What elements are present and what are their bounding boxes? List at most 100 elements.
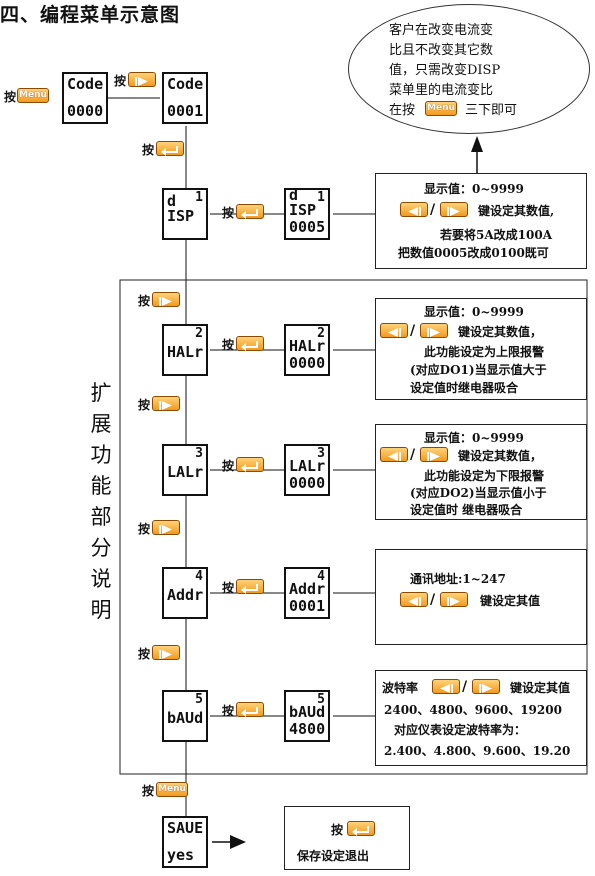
lcd-bottom-text: 0000: [289, 354, 326, 372]
right-arrow-key-icon: [440, 202, 468, 217]
press-label: 按: [222, 206, 235, 220]
info-line: 通讯地址:1~247: [410, 572, 506, 586]
lcd-index: 1: [195, 190, 203, 205]
save-info-box: 按 保存设定退出: [284, 806, 410, 870]
info-box-addr: 通讯地址:1~247 / 键设定其值: [375, 549, 587, 645]
right-arrow-key-icon: [440, 592, 468, 607]
value-screen-addr: 4 Addr 0001: [284, 567, 330, 619]
bubble-line-5b: 三下即可: [465, 103, 518, 118]
bubble-line-3: 值，只需改变DISP: [389, 63, 501, 78]
value-screen-halr: 2 HALr 0000: [284, 324, 330, 376]
lcd-top-text: Code: [67, 75, 104, 93]
info-line: 键设定其值: [510, 681, 571, 695]
info-line: 键设定其数值，: [458, 325, 543, 339]
press-label: 按: [138, 647, 151, 661]
lcd-bottom-text: yes: [167, 846, 195, 864]
info-line: (对应DO1)当显示值大于: [410, 363, 547, 377]
slash: /: [430, 202, 436, 218]
info-line: 键设定其数值,: [478, 204, 555, 218]
bubble-line-1: 客户在改变电流变: [389, 23, 494, 38]
value-screen-disp: 1 d ISP 0005: [284, 188, 330, 240]
press-label: 按: [142, 143, 155, 157]
info-line: 波特率: [382, 681, 419, 695]
info-line: 设定值时继电器吸合: [410, 381, 519, 395]
menu-screen-lalr: 3 LALr: [162, 444, 208, 496]
lcd-bottom-text: Addr: [167, 586, 204, 604]
right-arrow-key-icon: [472, 679, 500, 694]
note-bubble: 客户在改变电流变 比且不改变其它数 值，只需改变DISP 菜单里的电流变比 在按…: [348, 4, 590, 134]
code-screen-2: Code 0001: [162, 72, 208, 124]
press-label: 按: [222, 459, 235, 473]
left-arrow-key-icon: [380, 323, 408, 338]
enter-key-icon: [156, 141, 184, 156]
left-arrow-key-icon: [432, 679, 460, 694]
info-line: 若要将5A改成100A: [440, 228, 553, 242]
menu-key-icon: Menu: [17, 88, 49, 103]
left-arrow-key-icon: [400, 202, 428, 217]
info-line: (对应DO2)当显示值小于: [410, 486, 547, 500]
menu-key-icon: Menu: [425, 101, 457, 116]
press-label: 按: [138, 398, 151, 412]
save-screen: SAUE yes: [162, 816, 208, 868]
right-arrow-key-icon: [152, 292, 180, 307]
menu-screen-disp: 1 d ISP: [162, 188, 208, 240]
right-arrow-key-icon: [152, 396, 180, 411]
enter-key-icon: [236, 579, 264, 594]
bubble-line-2: 比且不改变其它数: [389, 43, 494, 58]
press-label: 按: [4, 90, 17, 104]
menu-key-icon: Menu: [156, 782, 188, 797]
enter-key-icon: [236, 457, 264, 472]
lcd-bottom-text: 0001: [289, 597, 326, 615]
press-label: 按: [222, 338, 235, 352]
lcd-bottom-text: d ISP: [167, 192, 195, 225]
lcd-bottom-text: LALr: [167, 463, 204, 481]
slash: /: [462, 679, 468, 695]
value-screen-lalr: 3 LALr 0000: [284, 444, 330, 496]
info-line: 此功能设定为下限报警: [424, 469, 545, 483]
right-arrow-key-icon: [128, 72, 156, 87]
lcd-bottom-text: 0000: [289, 474, 326, 492]
enter-key-icon: [347, 821, 375, 836]
info-box-lalr: 显示值：0~9999 / 键设定其数值， 此功能设定为下限报警 (对应DO2)当…: [375, 424, 587, 520]
slash: /: [410, 447, 416, 463]
info-box-baud: 波特率 / 键设定其值 2400、4800、9600、19200 对应仪表设定波…: [375, 670, 587, 766]
lcd-bottom-text: HALr: [167, 343, 204, 361]
info-line: 显示值：0~9999: [424, 305, 524, 319]
lcd-bottom-text: 0005: [289, 218, 326, 236]
lcd-top-text: Code: [167, 75, 204, 93]
lcd-index: 3: [195, 446, 203, 461]
press-label: 按: [222, 581, 235, 595]
press-label: 按: [142, 784, 155, 798]
extended-section-label: 扩展功能部分说明: [90, 381, 112, 622]
right-arrow-key-icon: [152, 520, 180, 535]
lcd-bottom-text: bAUd: [167, 709, 204, 727]
lcd-top-text: bAUd: [289, 703, 326, 721]
right-arrow-key-icon: [152, 645, 180, 660]
right-arrow-key-icon: [420, 447, 448, 462]
lcd-index: 2: [317, 326, 325, 341]
bubble-line-4: 菜单里的电流变比: [389, 83, 494, 98]
info-line: 此功能设定为上限报警: [424, 345, 545, 359]
lcd-index: 4: [317, 569, 325, 584]
lcd-index: 2: [195, 326, 203, 341]
left-arrow-key-icon: [380, 447, 408, 462]
info-line: 2.400、4.800、9.600、19.20: [384, 744, 571, 758]
info-line: 对应仪表设定波特率为：: [394, 723, 527, 737]
info-box-disp: 显示值：0~9999 / 键设定其数值, 若要将5A改成100A 把数值0005…: [375, 173, 587, 269]
info-line: 按: [331, 823, 344, 837]
lcd-top-text: SAUE: [167, 819, 204, 837]
lcd-top-text: d ISP: [289, 186, 317, 219]
lcd-top-text: HALr: [289, 337, 326, 355]
left-arrow-key-icon: [400, 592, 428, 607]
slash: /: [430, 592, 436, 608]
info-box-halr: 显示值：0~9999 / 键设定其数值， 此功能设定为上限报警 (对应DO1)当…: [375, 298, 587, 400]
lcd-bottom-text: 0000: [67, 102, 104, 120]
lcd-top-text: Addr: [289, 580, 326, 598]
right-arrow-key-icon: [420, 323, 448, 338]
lcd-top-text: LALr: [289, 457, 326, 475]
lcd-index: 5: [317, 692, 325, 707]
info-line: 显示值：0~9999: [424, 182, 524, 196]
press-label: 按: [114, 74, 127, 88]
lcd-index: 3: [317, 446, 325, 461]
lcd-index: 1: [317, 190, 325, 205]
